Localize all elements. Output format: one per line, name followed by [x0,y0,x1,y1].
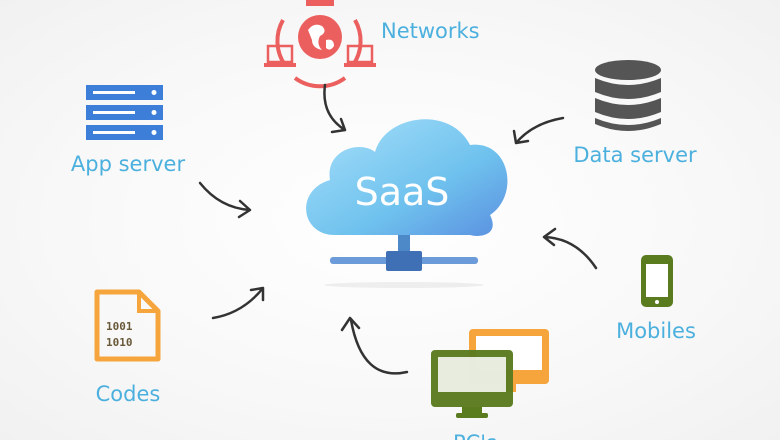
globe-network-icon [264,0,376,89]
code-line: 1001 [106,320,133,333]
pcs-label: PC's [453,431,497,440]
arrow-icon [542,227,598,270]
arrow-icon [211,286,265,320]
arrow-icon [198,181,252,219]
desktop-monitors-icon [431,329,549,418]
saas-label: SaaS [355,170,450,214]
networks-label: Networks [381,19,480,43]
mobile-phone-icon [641,255,673,307]
arrow-icon [340,316,409,375]
data-server-label: Data server [573,143,697,167]
saas-cloud-icon [306,119,508,288]
code-line: 1010 [106,336,133,349]
mobiles-label: Mobiles [616,319,696,343]
arrow-icon [512,116,565,145]
app-server-label: App server [71,152,186,176]
code-file-icon: 1001 1010 [94,289,161,362]
arrow-icon [323,83,347,134]
codes-label: Codes [96,382,161,406]
server-rack-icon [86,85,163,140]
database-icon [595,60,661,131]
